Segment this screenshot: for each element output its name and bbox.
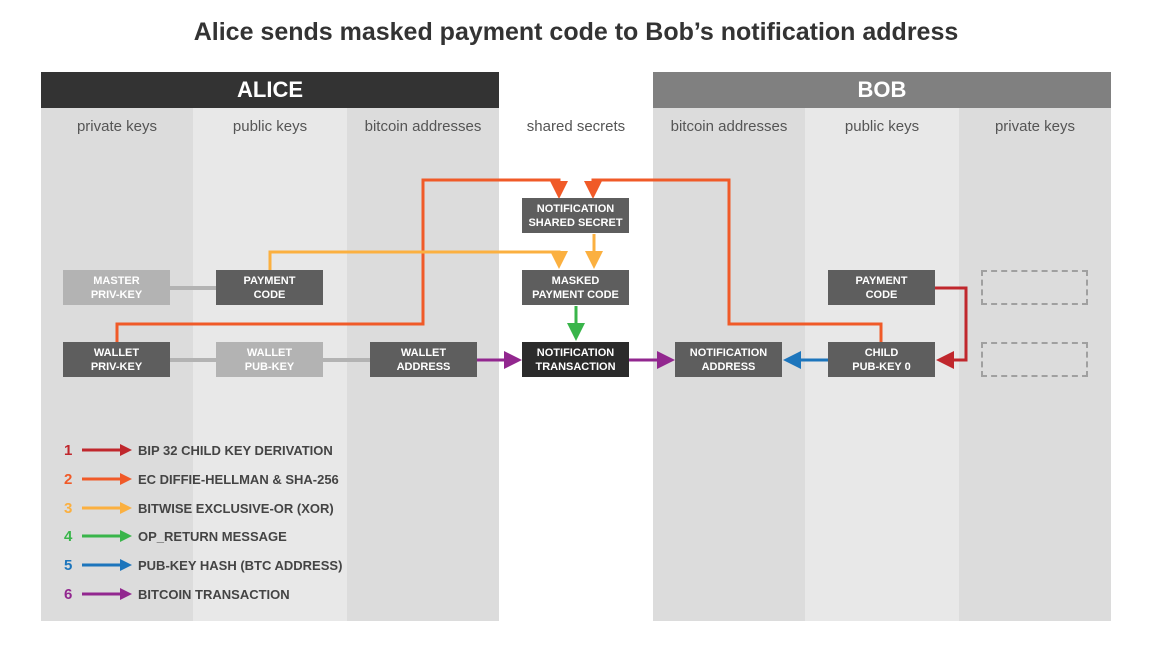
- derivation-arrow: [935, 286, 968, 369]
- red-arrow-icon: [82, 444, 132, 456]
- ecdh-arrow-alice: [115, 178, 568, 342]
- box-label: WALLET: [93, 346, 140, 359]
- box-label: CHILD: [864, 346, 899, 359]
- legend-number: 2: [64, 470, 73, 488]
- wallet-priv-key-box: WALLET PRIV-KEY: [63, 342, 170, 377]
- master-priv-key-box: MASTER PRIV-KEY: [63, 270, 170, 305]
- purple-arrow-icon: [82, 588, 132, 600]
- box-label: CODE: [865, 288, 898, 301]
- column-header: bitcoin addresses: [670, 118, 788, 135]
- masked-payment-code-box: MASKED PAYMENT CODE: [522, 270, 629, 305]
- legend-number: 4: [64, 527, 73, 545]
- box-label: NOTIFICATION: [689, 346, 768, 359]
- box-label: CODE: [253, 288, 286, 301]
- column-header: private keys: [76, 118, 158, 135]
- box-label: NOTIFICATION: [536, 202, 615, 215]
- legend-label: BITCOIN TRANSACTION: [138, 586, 290, 602]
- diagram-title: Alice sends masked payment code to Bob’s…: [193, 18, 959, 46]
- legend-label: BIP 32 CHILD KEY DERIVATION: [138, 442, 333, 458]
- wallet-address-box: WALLET ADDRESS: [370, 342, 477, 377]
- box-label: MASTER: [93, 274, 140, 287]
- legend-label: BITWISE EXCLUSIVE-OR (XOR): [138, 500, 334, 516]
- box-label: SHARED SECRET: [528, 216, 623, 229]
- notification-address-box: NOTIFICATION ADDRESS: [675, 342, 782, 377]
- legend-label: OP_RETURN MESSAGE: [138, 528, 287, 544]
- legend-number: 5: [64, 556, 73, 574]
- yellow-arrow-icon: [82, 502, 132, 514]
- empty-private-key-slot: [981, 342, 1088, 377]
- blue-arrow-icon: [82, 559, 132, 571]
- box-label: WALLET: [246, 346, 293, 359]
- ecdh-arrow-bob: [584, 178, 883, 342]
- wallet-pub-key-box: WALLET PUB-KEY: [216, 342, 323, 377]
- legend-item-transaction: 6 BITCOIN TRANSACTION: [64, 584, 290, 604]
- legend-item-op-return: 4 OP_RETURN MESSAGE: [64, 526, 287, 546]
- legend-number: 3: [64, 499, 73, 517]
- box-label: PRIV-KEY: [90, 288, 143, 301]
- legend-item-ecdh: 2 EC DIFFIE-HELLMAN & SHA-256: [64, 469, 339, 489]
- legend-item-pubkey-hash: 5 PUB-KEY HASH (BTC ADDRESS): [64, 555, 342, 575]
- column-header: public keys: [232, 118, 308, 135]
- box-label: ADDRESS: [701, 360, 756, 373]
- empty-private-key-slot: [981, 270, 1088, 305]
- column-header: private keys: [994, 118, 1076, 135]
- legend-number: 6: [64, 585, 73, 603]
- bob-payment-code-box: PAYMENT CODE: [828, 270, 935, 305]
- orange-arrow-icon: [82, 473, 132, 485]
- box-label: TRANSACTION: [535, 360, 616, 373]
- box-label: PUB-KEY: [244, 360, 295, 373]
- legend-item-derivation: 1 BIP 32 CHILD KEY DERIVATION: [64, 440, 333, 460]
- box-label: PAYMENT: [243, 274, 296, 287]
- legend-label: EC DIFFIE-HELLMAN & SHA-256: [138, 471, 339, 487]
- column-header: shared secrets: [526, 118, 626, 135]
- box-label: PRIV-KEY: [90, 360, 143, 373]
- bob-private-keys-column: [959, 108, 1111, 621]
- box-label: PUB-KEY 0: [852, 360, 911, 373]
- notification-shared-secret-box: NOTIFICATION SHARED SECRET: [522, 198, 629, 233]
- box-label: MASKED: [551, 274, 600, 287]
- legend-number: 1: [64, 441, 73, 459]
- bob-banner: BOB: [653, 72, 1111, 108]
- column-header: bitcoin addresses: [364, 118, 482, 135]
- box-label: PAYMENT CODE: [532, 288, 619, 301]
- alice-banner: ALICE: [41, 72, 499, 108]
- green-arrow-icon: [82, 530, 132, 542]
- alice-payment-code-box: PAYMENT CODE: [216, 270, 323, 305]
- box-label: PAYMENT: [855, 274, 908, 287]
- child-pub-key-box: CHILD PUB-KEY 0: [828, 342, 935, 377]
- legend-label: PUB-KEY HASH (BTC ADDRESS): [138, 557, 343, 573]
- notification-transaction-box: NOTIFICATION TRANSACTION: [522, 342, 629, 377]
- column-header: public keys: [844, 118, 920, 135]
- legend-item-xor: 3 BITWISE EXCLUSIVE-OR (XOR): [64, 498, 334, 518]
- xor-arrow-payment-code: [268, 250, 568, 270]
- box-label: NOTIFICATION: [536, 346, 615, 359]
- box-label: ADDRESS: [396, 360, 451, 373]
- box-label: WALLET: [400, 346, 447, 359]
